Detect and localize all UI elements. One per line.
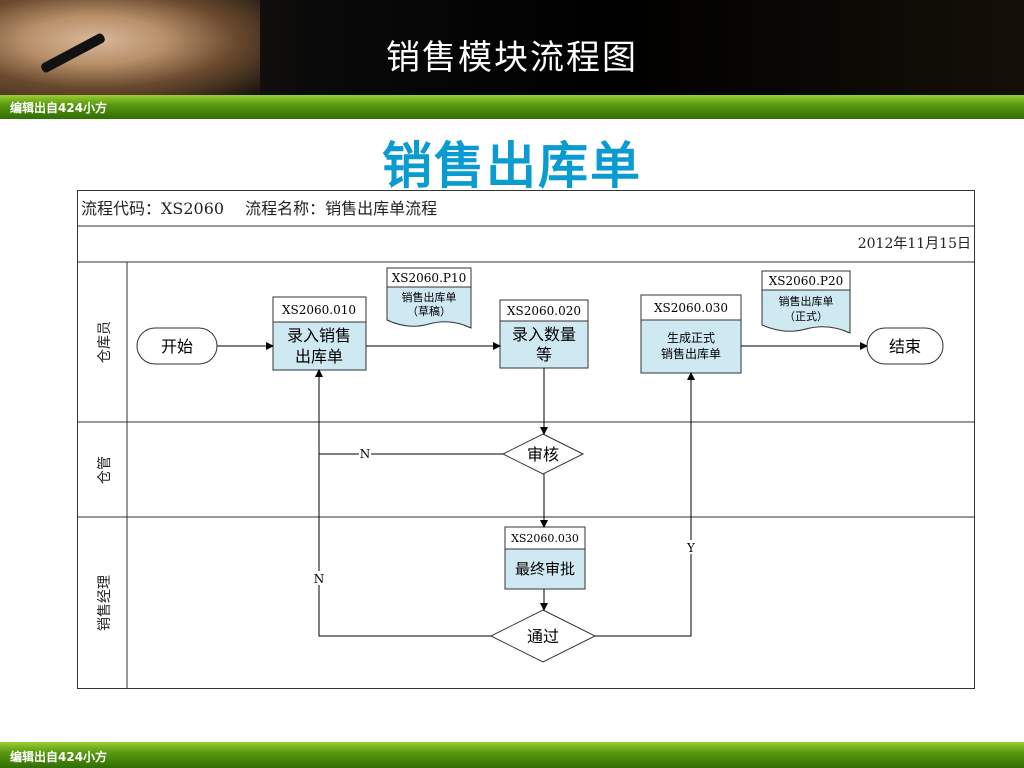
- bottom-banner-text: 编辑出自424小方: [10, 750, 108, 764]
- step-1-label-1: 录入销售: [287, 326, 351, 345]
- flowchart: 流程代码：XS2060 流程名称：销售出库单流程 2012年11月15日 仓库员…: [77, 190, 975, 689]
- bottom-green-bar: 编辑出自424小方: [0, 742, 1024, 768]
- review-no-label-bg: [359, 446, 371, 460]
- slide-subtitle: 销售出库单: [382, 137, 642, 195]
- end-label: 结束: [889, 337, 921, 356]
- top-green-bar: 编辑出自424小方: [0, 95, 1024, 119]
- step-2-box: XS2060.020 录入数量 等: [499, 299, 589, 369]
- header-title: 销售模块流程图: [386, 38, 638, 78]
- doc-2-label-2: （正式）: [784, 310, 828, 323]
- step-3-label-2: 销售出库单: [661, 346, 721, 361]
- step-1-box: XS2060.010 录入销售 出库单: [272, 296, 367, 371]
- diagram-frame: [77, 190, 975, 689]
- pass-decision: [489, 609, 597, 663]
- step-2-code: XS2060.020: [507, 304, 581, 318]
- document-1: XS2060.P10 销售出库单 （草稿）: [386, 267, 472, 329]
- step-2-label-2: 等: [536, 345, 552, 364]
- top-banner-text: 编辑出自424小方: [10, 101, 108, 115]
- date-text: 2012年11月15日: [858, 236, 971, 252]
- doc-2-label-1: 销售出库单: [779, 294, 834, 308]
- step-3-code: XS2060.030: [654, 301, 728, 315]
- doc-2-code: XS2060.P20: [769, 274, 843, 288]
- review-decision-label: 审核: [527, 445, 559, 464]
- step-2-label-1: 录入数量: [512, 325, 576, 344]
- pass-yes-label-bg: [685, 540, 697, 554]
- header-banner: 销售模块流程图: [0, 0, 1024, 96]
- step-3-label-1: 生成正式: [667, 331, 715, 345]
- header-photo: [0, 0, 260, 96]
- doc-1-label-2: （草稿）: [407, 304, 451, 318]
- step-4-code: XS2060.030: [511, 532, 579, 545]
- pass-no-label: N: [314, 572, 325, 586]
- doc-1-code: XS2060.P10: [392, 271, 466, 285]
- review-no-label: N: [360, 447, 371, 461]
- start-label: 开始: [161, 337, 193, 356]
- pass-yes-label: Y: [686, 541, 696, 555]
- step-3-box: XS2060.030 生成正式 销售出库单: [640, 294, 742, 374]
- arrow-pass-no-to-step1: [318, 454, 491, 637]
- lane-label-sales-manager: 销售经理: [97, 575, 113, 631]
- step-1-code: XS2060.010: [282, 303, 356, 317]
- flow-code-line: 流程代码：XS2060 流程名称：销售出库单流程: [81, 199, 437, 218]
- lane-label-warehouse-manager: 仓管: [97, 456, 113, 484]
- pass-decision-label: 通过: [527, 627, 559, 646]
- lane-label-warehouse-clerk: 仓库员: [97, 321, 113, 363]
- doc-1-label-1: 销售出库单: [402, 290, 457, 304]
- step-1-label-2: 出库单: [295, 347, 343, 366]
- step-4-label-1: 最终审批: [515, 560, 575, 578]
- review-decision: [501, 433, 585, 475]
- arrow-pass-yes-to-step3: [595, 372, 695, 637]
- pass-no-label-bg: [313, 571, 325, 585]
- document-2: XS2060.P20 销售出库单 （正式）: [761, 270, 851, 334]
- step-4-box: XS2060.030 最终审批: [504, 526, 586, 590]
